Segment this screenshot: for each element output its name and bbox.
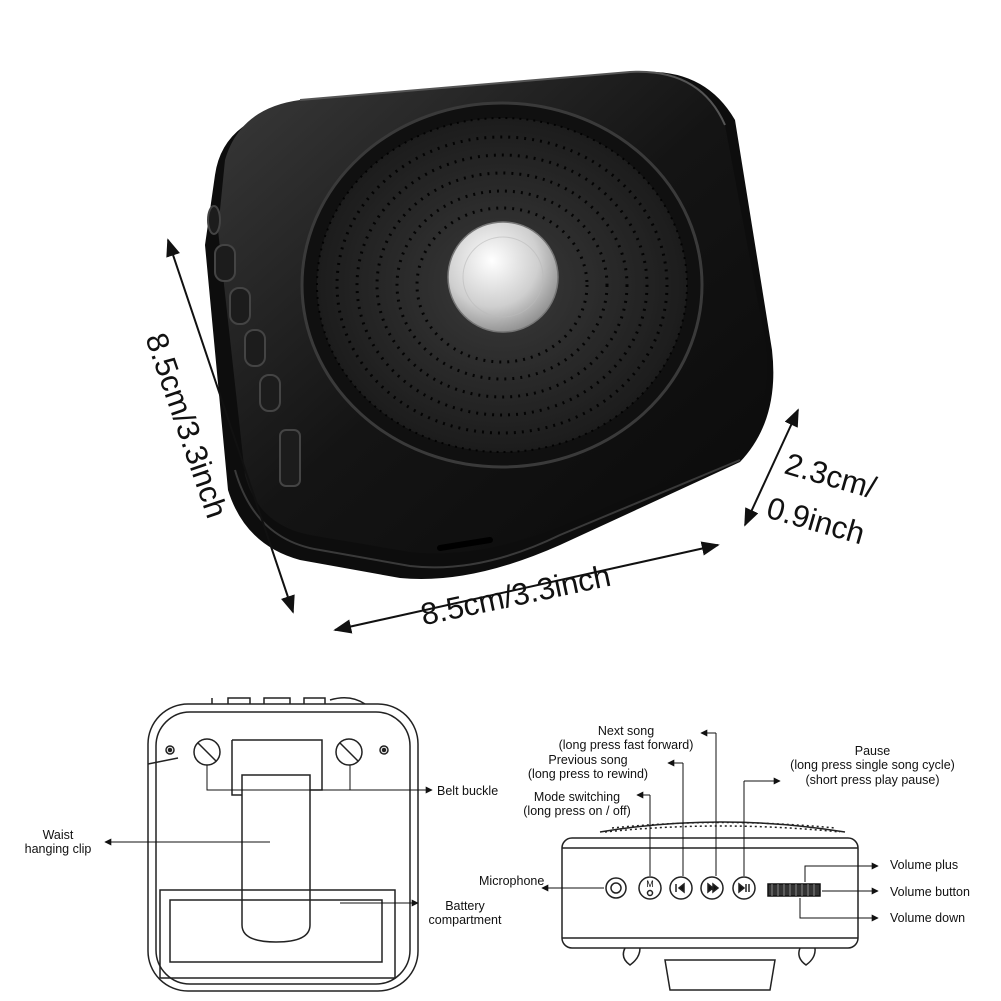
pause-line1: Pause [854, 744, 891, 758]
mode-switching-line1: Mode switching [533, 790, 621, 804]
side-view [561, 821, 859, 991]
mode-switching-line2: (long press on / off) [523, 804, 631, 819]
pause-line3: (short press play pause) [805, 772, 940, 787]
prev-button-icon [669, 876, 693, 900]
belt-buckle-label: Belt buckle [437, 784, 499, 798]
microphone-jack-icon [605, 877, 627, 899]
back-leaders [104, 765, 433, 907]
battery-compartment-label: Battery compartment [420, 899, 510, 928]
mode-button-icon: M [638, 876, 662, 900]
previous-song-line2: (long press to rewind) [527, 767, 649, 782]
previous-song-line1: Previous song [548, 753, 628, 767]
metal-knob [447, 221, 559, 333]
battery-label-line1: Battery [445, 899, 485, 913]
volume-plus-label: Volume plus [890, 858, 959, 872]
next-song-label: Next song (long press fast forward) [535, 724, 717, 753]
volume-wheel-icon [767, 883, 821, 897]
pause-line2: (long press single song cycle) [790, 758, 955, 773]
next-song-line1: Next song [597, 724, 655, 738]
side-leaders [541, 729, 879, 922]
mode-switching-label: Mode switching (long press on / off) [512, 790, 642, 819]
volume-button-label: Volume button [890, 885, 970, 899]
volume-down-label: Volume down [890, 911, 966, 925]
waist-clip-label-line1: Waist [42, 828, 74, 842]
microphone-label: Microphone [479, 874, 545, 888]
next-button-icon [700, 876, 724, 900]
waist-clip-label: Waist hanging clip [18, 828, 98, 857]
back-view [147, 697, 419, 992]
previous-song-label: Previous song (long press to rewind) [508, 753, 668, 782]
svg-text:M: M [646, 879, 654, 889]
battery-label-line2: compartment [428, 913, 502, 928]
waist-clip-label-line2: hanging clip [24, 842, 92, 857]
pause-label: Pause (long press single song cycle) (sh… [770, 744, 975, 787]
next-song-line2: (long press fast forward) [558, 738, 694, 753]
play-pause-icon [732, 876, 756, 900]
